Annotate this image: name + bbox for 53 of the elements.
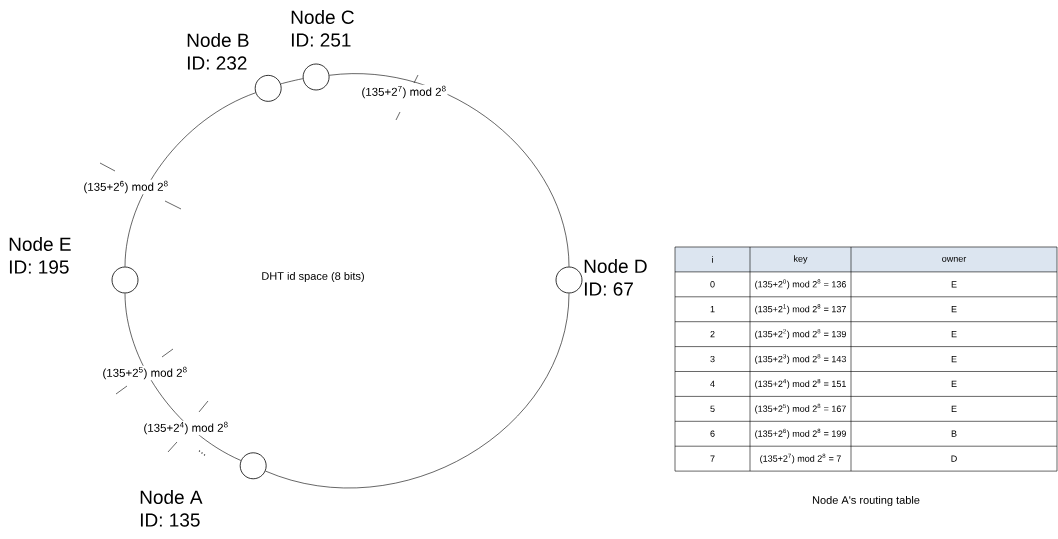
table-cell: E <box>951 281 957 288</box>
peer-circle <box>239 452 267 480</box>
table-cell: 1 <box>710 306 715 313</box>
table-cell: i <box>712 256 713 263</box>
peer-circle <box>302 63 330 91</box>
ring-title: DHT id space (8 bits) <box>262 271 364 283</box>
table-cell: (135+2$^{4}$) mod 2$^{8}$ = 151 <box>755 378 846 389</box>
node-label: ID: 195 <box>9 260 69 274</box>
node-label: Node A <box>140 490 203 504</box>
table-cell: (135+2$^{6}$) mod 2$^{8}$ = 199 <box>755 428 846 439</box>
ellipsis: ... <box>198 450 206 456</box>
table-cell: E <box>951 405 957 412</box>
table-cell: 7 <box>710 455 715 462</box>
key-label: (135+2$^{4}$) mod 2$^{8}$ <box>142 420 230 436</box>
node-label: Node C <box>291 10 354 24</box>
table-cell: 0 <box>710 281 715 288</box>
peer-circle <box>111 266 139 294</box>
node-label: ID: 135 <box>140 513 200 527</box>
table-cell: E <box>951 306 957 313</box>
node-label: Node D <box>584 259 647 273</box>
table-cell: (135+2$^{5}$) mod 2$^{8}$ = 167 <box>755 403 846 414</box>
peer-circle <box>254 74 282 102</box>
key-label: (135+2$^{5}$) mod 2$^{8}$ <box>101 365 189 381</box>
table-cell: 2 <box>710 330 715 338</box>
table-cell: key <box>794 255 808 264</box>
ring-arc <box>124 92 256 267</box>
table-caption: Node A's routing table <box>812 495 920 507</box>
table-cell: (135+2$^{0}$) mod 2$^{8}$ = 136 <box>755 279 846 290</box>
table-cell: (135+2$^{1}$) mod 2$^{8}$ = 137 <box>755 304 846 315</box>
node-label: Node B <box>187 33 249 47</box>
table-cell: E <box>951 331 957 338</box>
node-label: Node E <box>9 237 71 251</box>
peer-circle <box>555 266 583 294</box>
table-cell: 4 <box>710 380 715 387</box>
table-cell: 6 <box>710 430 715 437</box>
node-label: ID: 67 <box>584 282 633 296</box>
table-cell: (135+2$^{3}$) mod 2$^{8}$ = 143 <box>755 354 846 365</box>
table-cell: (135+2$^{7}$) mod 2$^{8}$ = 7 <box>760 453 841 464</box>
ring-arc <box>265 293 570 488</box>
table-cell: owner <box>942 256 967 262</box>
table-cell: D <box>951 455 957 462</box>
table-cell: E <box>951 380 957 387</box>
key-label: (135+2$^{7}$) mod 2$^{8}$ <box>360 84 448 100</box>
table-cell: 3 <box>710 355 715 363</box>
table-cell: B <box>951 430 957 437</box>
node-label: ID: 232 <box>187 56 247 70</box>
table-cell: E <box>951 356 957 363</box>
key-label: (135+2$^{6}$) mod 2$^{8}$ <box>82 179 170 195</box>
node-label: ID: 251 <box>291 33 351 47</box>
ring-arc <box>329 73 570 267</box>
ring-arc <box>280 78 304 85</box>
table-cell: 5 <box>710 405 715 412</box>
table-cell: (135+2$^{2}$) mod 2$^{8}$ = 139 <box>755 329 846 340</box>
